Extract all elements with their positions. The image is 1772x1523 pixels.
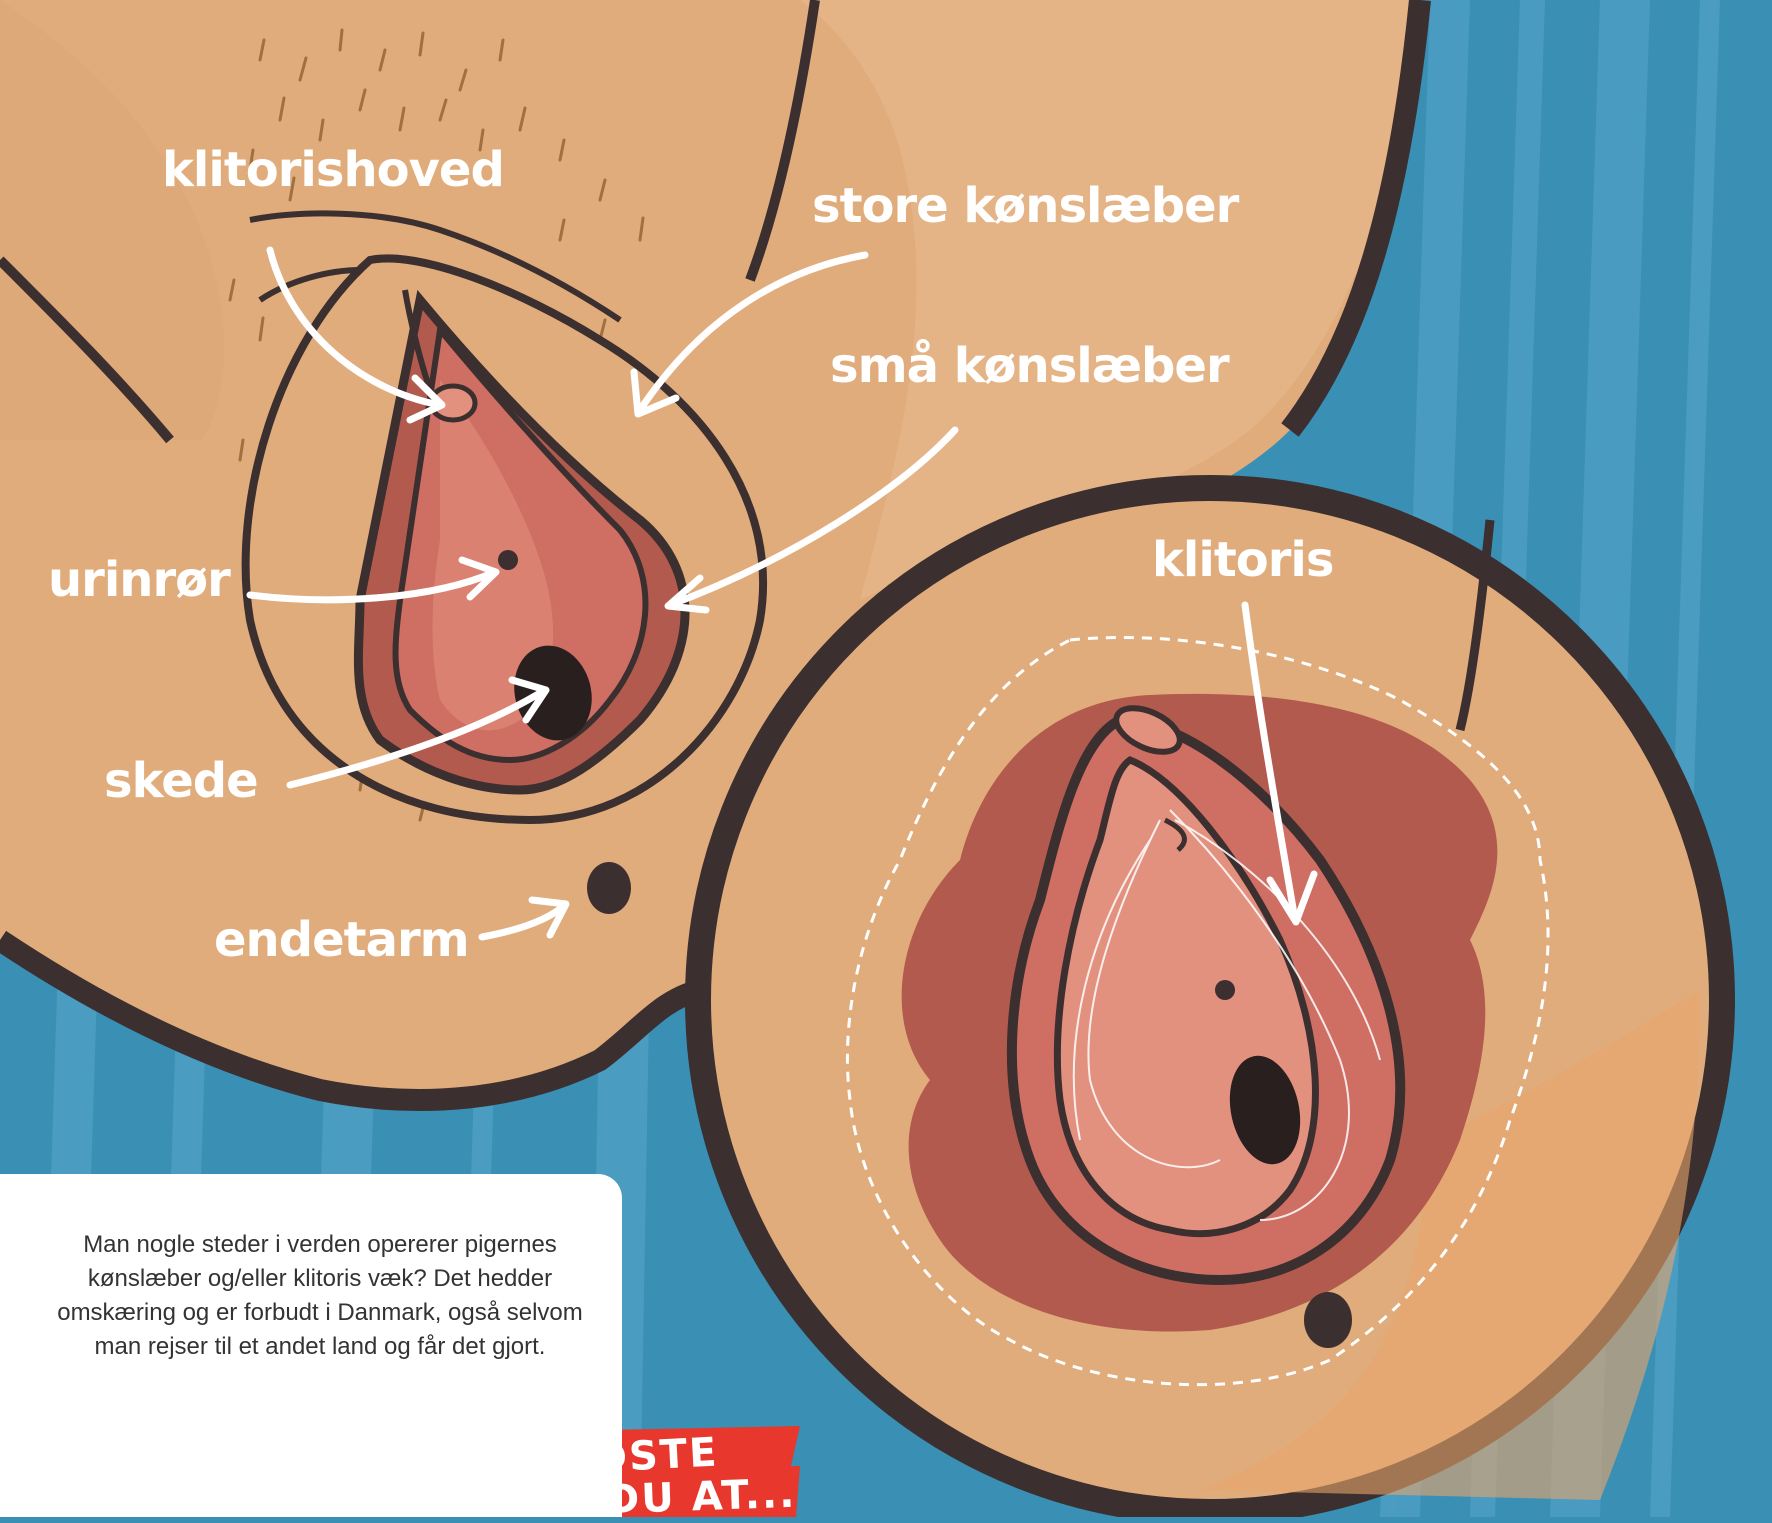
zoom-anus (1304, 1292, 1352, 1348)
label-skede: skede (104, 753, 258, 809)
label-klitorishoved: klitorishoved (162, 142, 504, 198)
zoom-urethra (1215, 980, 1235, 1000)
label-endetarm: endetarm (214, 912, 469, 968)
label-urinror: urinrør (48, 552, 230, 608)
anus-dot (587, 862, 631, 914)
label-klitoris: klitoris (1152, 532, 1333, 588)
vidste-du-at-badge: VIDSTE DU AT... (510, 1428, 800, 1517)
urethra-dot (498, 550, 518, 570)
zoom-circle (698, 488, 1722, 1512)
label-store-konslaeber: store kønslæber (812, 178, 1238, 234)
info-box-text: Man nogle steder i verden opererer piger… (40, 1228, 600, 1364)
badge-line2: DU AT... (605, 1471, 797, 1523)
label-smaa-konslaeber: små kønslæber (830, 338, 1229, 394)
